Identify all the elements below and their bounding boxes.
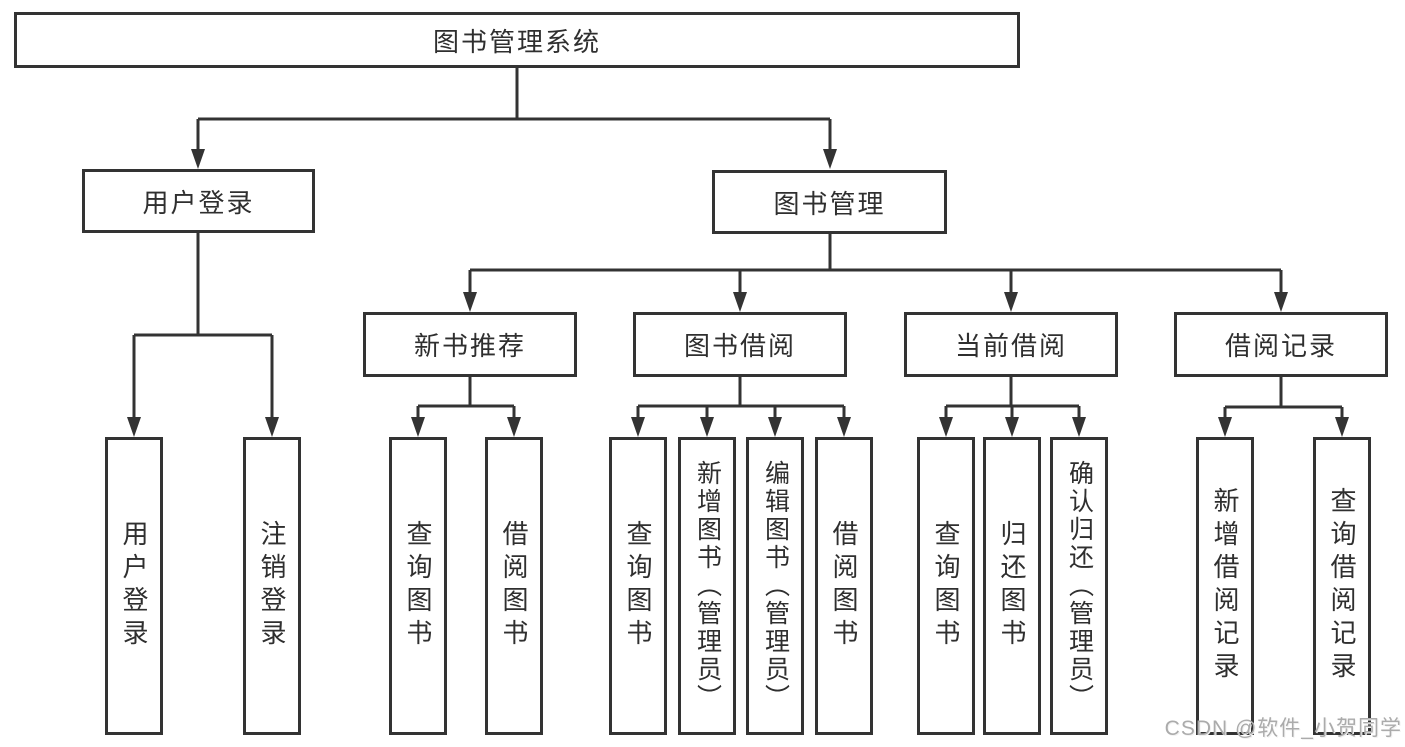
leaf-current-query-books: 查询图书 bbox=[917, 437, 975, 735]
leaf-newbook-query-books: 查询图书 bbox=[389, 437, 447, 735]
leaf-current-confirm-return-admin: 确认归还（管理员） bbox=[1050, 437, 1108, 735]
node-book-borrowing: 图书借阅 bbox=[633, 312, 847, 377]
leaf-user-login: 用户登录 bbox=[105, 437, 163, 735]
leaf-records-query-borrow-record: 查询借阅记录 bbox=[1313, 437, 1371, 735]
node-book-management: 图书管理 bbox=[712, 170, 947, 234]
leaf-logout: 注销登录 bbox=[243, 437, 301, 735]
leaf-borrowing-edit-books-admin: 编辑图书（管理员） bbox=[746, 437, 804, 735]
node-borrowing-records: 借阅记录 bbox=[1174, 312, 1388, 377]
leaf-borrowing-query-books: 查询图书 bbox=[609, 437, 667, 735]
leaf-records-add-borrow-record: 新增借阅记录 bbox=[1196, 437, 1254, 735]
leaf-borrowing-borrow-books: 借阅图书 bbox=[815, 437, 873, 735]
node-new-book-recommendation: 新书推荐 bbox=[363, 312, 577, 377]
leaf-borrowing-add-books-admin: 新增图书（管理员） bbox=[678, 437, 736, 735]
node-current-borrowing: 当前借阅 bbox=[904, 312, 1118, 377]
node-user-login: 用户登录 bbox=[82, 169, 315, 233]
watermark: CSDN @软件_小贺同学 bbox=[1164, 717, 1402, 740]
node-library-management-system: 图书管理系统 bbox=[14, 12, 1020, 68]
leaf-current-return-books: 归还图书 bbox=[983, 437, 1041, 735]
leaf-newbook-borrow-books: 借阅图书 bbox=[485, 437, 543, 735]
